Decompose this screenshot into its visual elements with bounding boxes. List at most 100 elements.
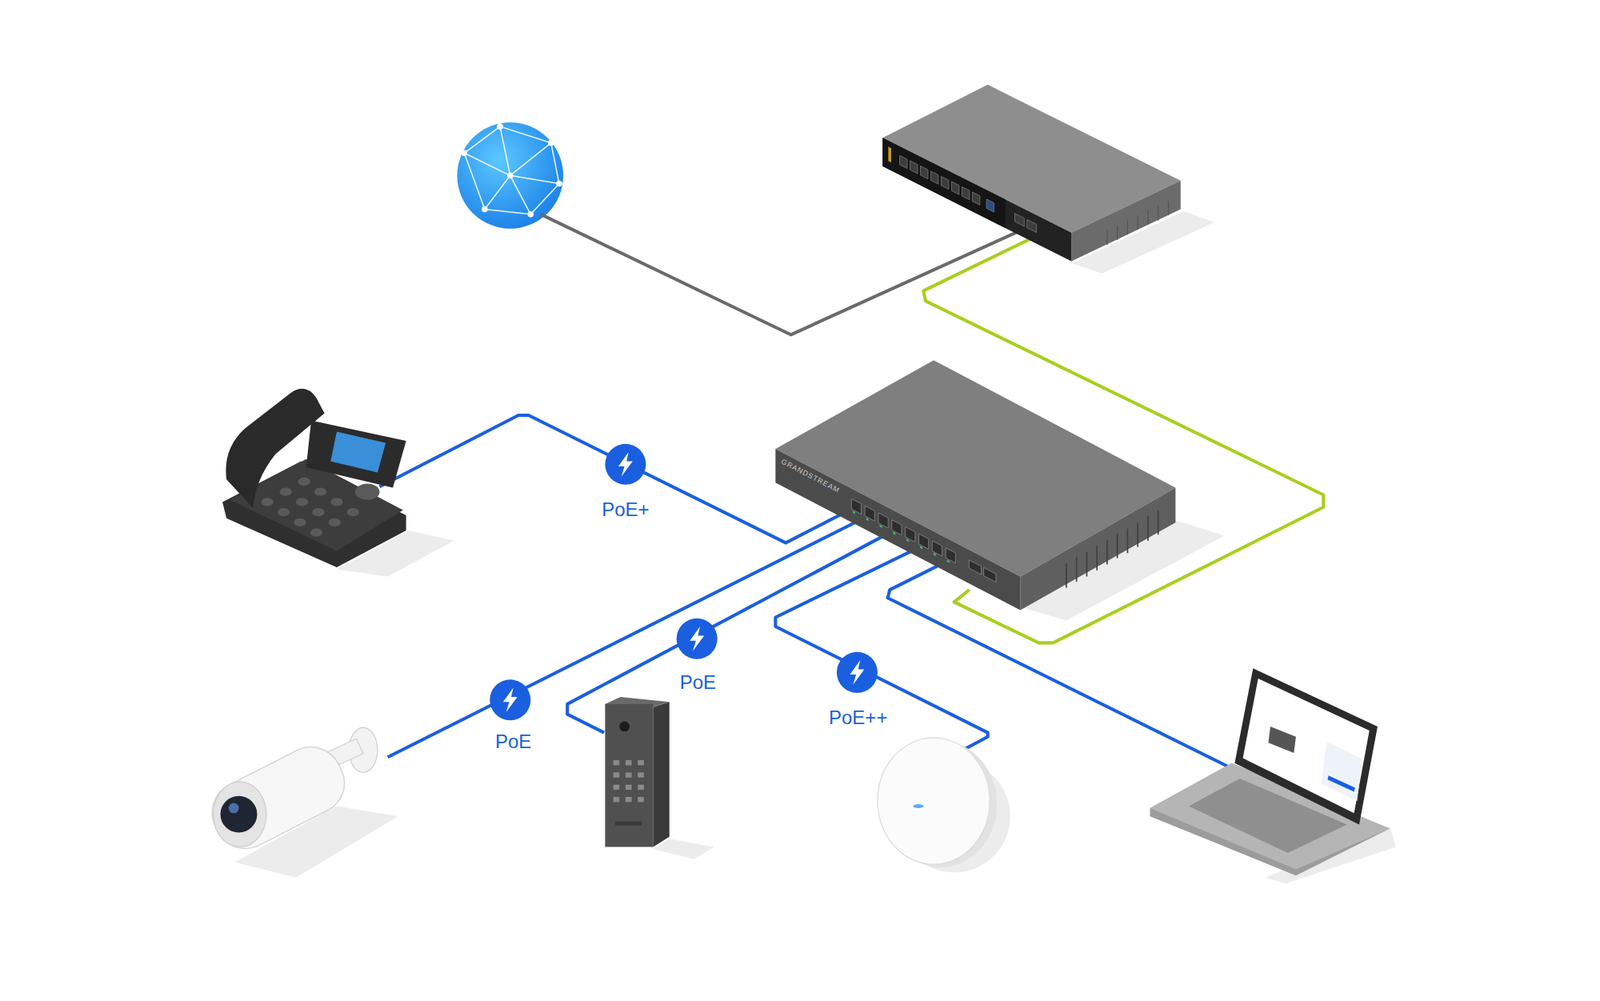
port xyxy=(945,548,956,564)
router-led xyxy=(888,146,892,163)
port xyxy=(878,512,888,528)
door-station xyxy=(604,696,669,847)
port xyxy=(864,505,875,521)
badge-circle xyxy=(604,444,646,485)
sfp-port xyxy=(1014,213,1024,227)
poe-badges xyxy=(489,444,878,721)
mesh-dot xyxy=(461,149,468,156)
router-ports xyxy=(900,155,1037,233)
led xyxy=(906,538,909,542)
key xyxy=(625,796,632,802)
vent-line xyxy=(1127,220,1128,235)
globe-mesh xyxy=(464,126,560,215)
key xyxy=(613,784,620,790)
lens-glint xyxy=(228,803,240,814)
door-cable xyxy=(567,532,890,733)
led xyxy=(892,531,896,535)
port xyxy=(986,199,994,212)
door-shadow xyxy=(652,838,715,860)
port xyxy=(920,165,928,179)
laptop-lid xyxy=(1234,668,1378,824)
shadows xyxy=(234,211,1396,884)
nav-key xyxy=(355,483,380,500)
lightning-icon xyxy=(503,688,518,713)
key xyxy=(613,796,620,802)
vent-line xyxy=(1157,510,1160,536)
mesh-dot xyxy=(481,206,488,213)
internet-globe xyxy=(456,122,564,229)
door-front xyxy=(604,704,653,848)
port xyxy=(932,540,942,556)
led xyxy=(947,559,950,563)
key xyxy=(261,497,274,506)
vent-line xyxy=(1127,528,1129,554)
port xyxy=(851,498,861,514)
key xyxy=(637,772,644,777)
laptop-screen xyxy=(1243,678,1370,813)
key xyxy=(637,760,644,765)
badge-circle xyxy=(676,618,718,660)
mesh-dot xyxy=(556,180,563,188)
port xyxy=(951,181,959,195)
globe-nodes xyxy=(461,123,563,217)
key xyxy=(613,772,620,777)
badge-circle xyxy=(836,652,878,693)
door-camera xyxy=(619,721,630,732)
camera-face xyxy=(213,781,267,848)
lightning-icon xyxy=(850,660,865,685)
key xyxy=(637,796,644,802)
vent-line xyxy=(1147,210,1148,225)
bullet-camera xyxy=(201,727,378,859)
mesh-dot xyxy=(496,123,504,130)
vent-line xyxy=(1168,200,1169,216)
port xyxy=(940,176,948,189)
port xyxy=(910,160,918,174)
vent-line xyxy=(1147,516,1149,541)
key xyxy=(279,488,292,496)
router-face xyxy=(882,137,1072,261)
poe-label: PoE+ xyxy=(598,497,652,522)
port xyxy=(892,520,902,536)
door-keypad xyxy=(613,760,644,802)
screen-button xyxy=(1327,775,1355,792)
key xyxy=(277,508,290,516)
key xyxy=(293,518,306,527)
wires xyxy=(379,214,1324,768)
router xyxy=(882,84,1180,262)
ap-body xyxy=(877,737,990,864)
phone-keypad xyxy=(261,477,380,537)
vent-line xyxy=(1096,545,1098,571)
poe-badge xyxy=(836,652,878,693)
led xyxy=(920,545,923,549)
key xyxy=(637,784,644,790)
sfp-port xyxy=(968,560,981,575)
key xyxy=(625,784,632,790)
screen-panel xyxy=(1321,741,1363,801)
key xyxy=(347,508,360,516)
poe-badge xyxy=(489,679,531,720)
key xyxy=(625,772,632,777)
laptop-cable xyxy=(888,560,1230,768)
key xyxy=(314,488,327,496)
vent-line xyxy=(1076,556,1078,582)
ap-led xyxy=(913,804,924,808)
key xyxy=(625,760,632,765)
router-right xyxy=(1071,180,1180,262)
key xyxy=(296,497,308,506)
screen-image xyxy=(1268,726,1296,753)
phone-screen xyxy=(330,431,386,472)
poe-label: PoE++ xyxy=(825,705,891,730)
port-leds xyxy=(852,510,950,564)
vent-line xyxy=(1106,230,1108,245)
vent-line xyxy=(1086,552,1088,577)
switch-right xyxy=(1020,488,1176,611)
key xyxy=(312,508,324,516)
ip-phone xyxy=(222,388,407,568)
switch-face xyxy=(775,448,1020,610)
port xyxy=(900,155,908,168)
vent-line xyxy=(1157,206,1159,221)
poe-switch xyxy=(775,360,1176,610)
switch-front xyxy=(775,448,1020,610)
